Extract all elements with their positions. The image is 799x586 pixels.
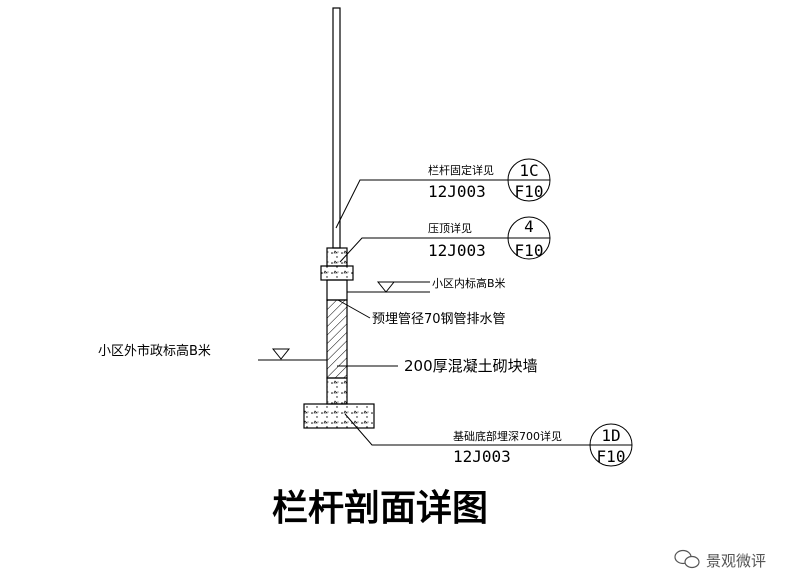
- leader-foundation: [344, 413, 633, 467]
- coping-label: 压顶详见: [428, 221, 472, 235]
- wall-label: 200厚混凝土砌块墙: [404, 357, 538, 375]
- foundation-symbol-bottom: F10: [597, 447, 626, 466]
- leader-coping: [339, 216, 551, 263]
- coping-symbol-top: 4: [524, 217, 534, 236]
- outer-ground-line: [258, 348, 327, 361]
- railing-fix-symbol-bottom: F10: [515, 182, 544, 201]
- inner-level-mark: [347, 281, 430, 293]
- railing-post: [332, 7, 341, 249]
- foundation-ref: 12J003: [453, 447, 511, 466]
- coping-symbol-bottom: F10: [515, 241, 544, 260]
- wechat-icon: [674, 549, 700, 569]
- coping-ref: 12J003: [428, 241, 486, 260]
- railing-fix-ref: 12J003: [428, 182, 486, 201]
- drain-pipe-label: 预埋管径70钢管排水管: [372, 312, 506, 327]
- railing-fix-label: 栏杆固定详见: [428, 163, 494, 177]
- leader-drain-pipe: [337, 299, 371, 319]
- leader-railing-fix: [335, 158, 551, 229]
- outer-level-label: 小区外市政标高B米: [98, 343, 211, 359]
- foundation-footing: [303, 403, 375, 429]
- concrete-block-wall: [326, 279, 348, 405]
- drawing-title: 栏杆剖面详图: [272, 488, 488, 529]
- inner-level-label: 小区内标高B米: [432, 276, 506, 290]
- coping: [320, 247, 354, 281]
- foundation-label: 基础底部埋深700详见: [453, 429, 562, 443]
- watermark-text: 景观微评: [706, 552, 766, 570]
- railing-fix-symbol-top: 1C: [519, 161, 538, 180]
- foundation-symbol-top: 1D: [601, 426, 620, 445]
